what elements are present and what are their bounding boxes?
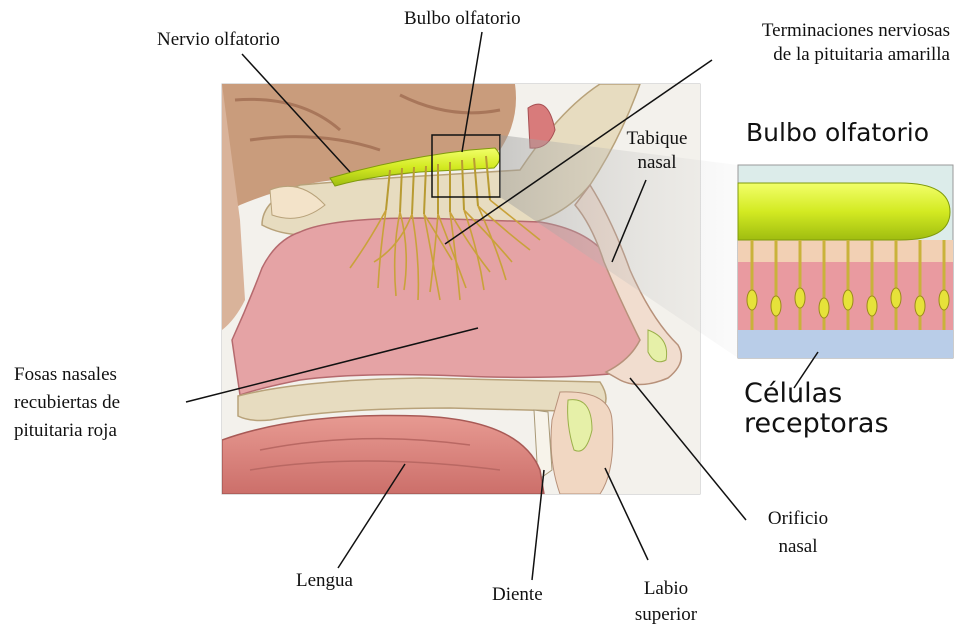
inset-label-celulas-line1: Células [744, 378, 842, 409]
label-terminaciones-line1: Terminaciones nerviosas [660, 20, 950, 42]
inset-bulb [738, 183, 950, 240]
label-lengua: Lengua [296, 570, 353, 592]
label-labio-line1: Labio [626, 578, 706, 600]
label-orificio-line1: Orificio [758, 508, 838, 530]
label-tabique-line2: nasal [612, 152, 702, 174]
label-nervio-olfatorio: Nervio olfatorio [157, 29, 280, 51]
label-diente: Diente [492, 584, 543, 606]
inset-panel [738, 165, 953, 358]
label-bulbo-olfatorio: Bulbo olfatorio [404, 8, 521, 30]
label-tabique-line1: Tabique [612, 128, 702, 150]
label-fosas-line1: Fosas nasales [14, 364, 117, 386]
label-labio-line2: superior [626, 604, 706, 626]
label-fosas-line2: recubiertas de [14, 392, 120, 414]
inset-label-bulbo: Bulbo olfatorio [746, 118, 929, 147]
inset-label-celulas-line2: receptoras [744, 408, 889, 439]
label-terminaciones-line2: de la pituitaria amarilla [660, 44, 950, 66]
label-fosas-line3: pituitaria roja [14, 420, 117, 442]
label-orificio-line2: nasal [758, 536, 838, 558]
